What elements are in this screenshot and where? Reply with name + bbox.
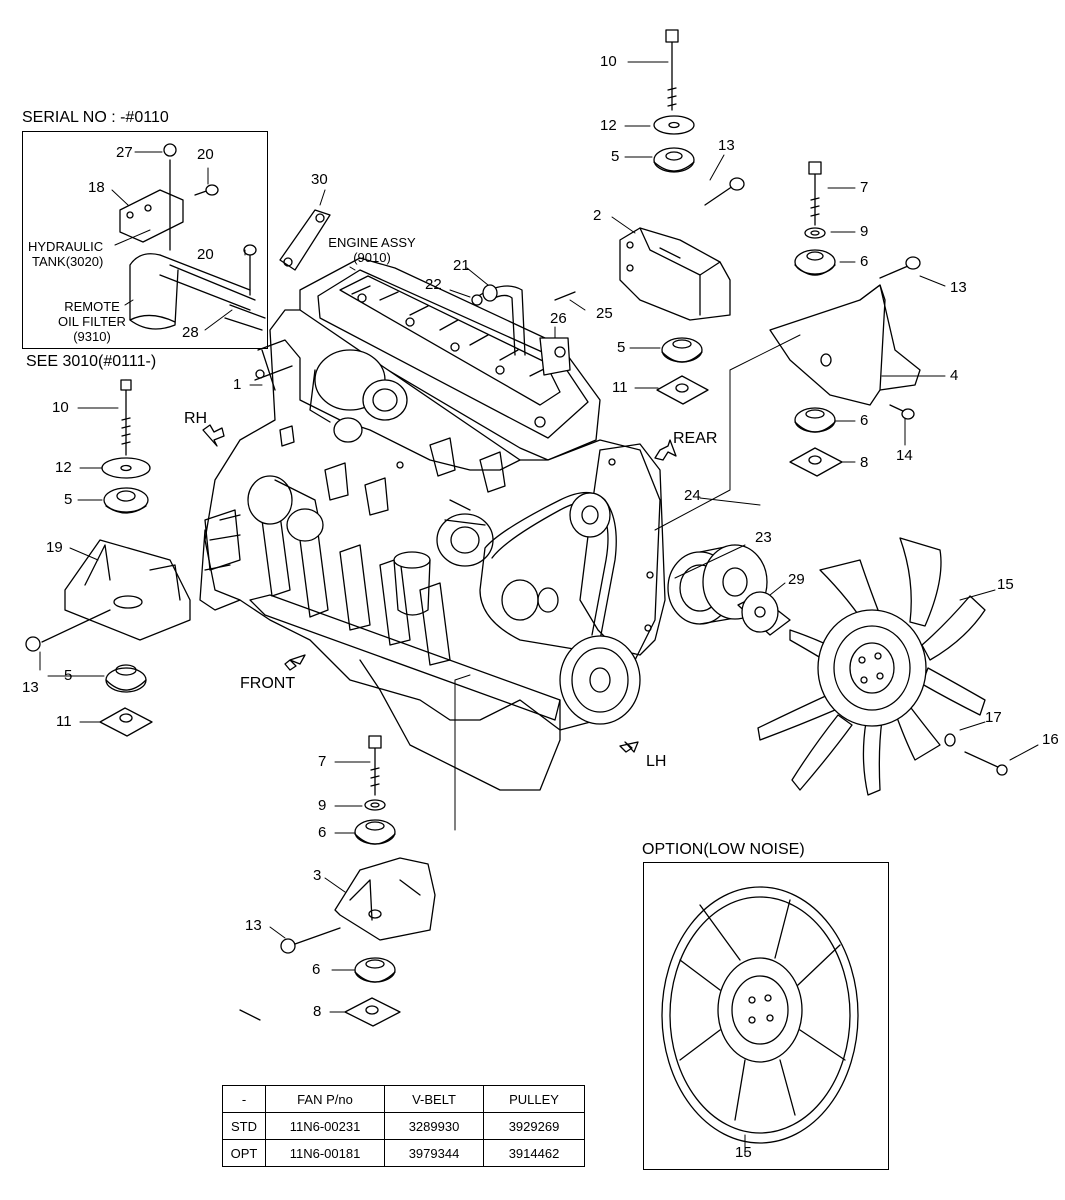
direction-rear: REAR xyxy=(673,430,718,447)
engine-assy-code: (9010) xyxy=(353,250,391,265)
callout-12-top: 12 xyxy=(600,117,617,134)
callout-13-right: 13 xyxy=(950,279,967,296)
callout-9-right: 9 xyxy=(860,223,869,240)
cooling-fan xyxy=(757,537,986,796)
callout-24: 24 xyxy=(684,487,701,504)
fan-spacer xyxy=(737,591,791,636)
callout-5-left: 5 xyxy=(64,491,73,508)
callout-5-mid: 5 xyxy=(617,339,626,356)
callout-7-bottom: 7 xyxy=(318,753,327,770)
table-cell: STD xyxy=(222,1112,266,1140)
remote-filter-label: REMOTE xyxy=(64,299,120,314)
callout-9-bottom: 9 xyxy=(318,797,327,814)
callout-13-top: 13 xyxy=(718,137,735,154)
callout-25: 25 xyxy=(596,305,613,322)
callout-8-right: 8 xyxy=(860,454,869,471)
serial-detail-box xyxy=(22,131,268,349)
callout-19: 19 xyxy=(46,539,63,556)
table-cell: 11N6-00231 xyxy=(265,1112,385,1140)
table-header-row: - FAN P/no V-BELT PULLEY xyxy=(222,1085,585,1113)
callout-6-right: 6 xyxy=(860,253,869,270)
callout-20-bottom: 20 xyxy=(197,246,214,263)
option-box xyxy=(643,862,889,1170)
leader-lines xyxy=(39,61,1039,1156)
callout-13-left: 13 xyxy=(22,679,39,696)
direction-front: FRONT xyxy=(240,675,296,692)
callout-20-top: 20 xyxy=(197,146,214,163)
callout-6-bottom-lower: 6 xyxy=(312,961,321,978)
table-cell: OPT xyxy=(222,1139,266,1167)
serial-title: SERIAL NO : -#0110 xyxy=(22,109,169,126)
callout-1: 1 xyxy=(233,376,242,393)
top-mount xyxy=(619,29,745,405)
option-title: OPTION(LOW NOISE) xyxy=(642,841,805,858)
hydraulic-tank-label: HYDRAULIC xyxy=(28,239,104,254)
bottom-mount xyxy=(280,735,436,1027)
table-header: - xyxy=(222,1085,266,1113)
table-header: V-BELT xyxy=(384,1085,484,1113)
callout-27: 27 xyxy=(116,144,133,161)
callout-8-bottom: 8 xyxy=(313,1003,322,1020)
callout-11-top: 11 xyxy=(612,379,628,396)
callout-14: 14 xyxy=(896,447,913,464)
callout-15: 15 xyxy=(997,576,1014,593)
table-cell: 11N6-00181 xyxy=(265,1139,385,1167)
direction-lh: LH xyxy=(646,753,667,770)
table-cell: 3914462 xyxy=(483,1139,585,1167)
table-cell: 3929269 xyxy=(483,1112,585,1140)
table-cell: 3979344 xyxy=(384,1139,484,1167)
right-mount xyxy=(769,161,921,477)
callout-3: 3 xyxy=(313,867,322,884)
table-header: PULLEY xyxy=(483,1085,585,1113)
callout-29: 29 xyxy=(788,571,805,588)
table-cell: 3289930 xyxy=(384,1112,484,1140)
see-note: SEE 3010(#0111-) xyxy=(26,353,157,370)
callout-22: 22 xyxy=(425,276,442,293)
callout-21: 21 xyxy=(453,257,470,274)
callout-18: 18 xyxy=(88,179,105,196)
fan-belt-pulley-table: - FAN P/no V-BELT PULLEY STD 11N6-00231 … xyxy=(222,1085,585,1167)
callout-7-right: 7 xyxy=(860,179,869,196)
callout-11-left: 11 xyxy=(56,713,72,730)
callout-5-left-lower: 5 xyxy=(64,667,73,684)
remote-filter-code: (9310) xyxy=(73,329,111,344)
hydraulic-tank-code: TANK(3020) xyxy=(32,254,104,269)
callout-10-left: 10 xyxy=(52,399,69,416)
detail-inset-drawing xyxy=(119,143,266,331)
callout-4: 4 xyxy=(950,367,959,384)
callout-10-top: 10 xyxy=(600,53,617,70)
remote-filter-label-2: OIL FILTER xyxy=(58,314,126,329)
callout-5-top: 5 xyxy=(611,148,620,165)
misc-parts xyxy=(239,209,1008,1021)
callout-2: 2 xyxy=(593,207,602,224)
table-row: STD 11N6-00231 3289930 3929269 xyxy=(222,1112,585,1140)
callout-12-left: 12 xyxy=(55,459,72,476)
callout-26: 26 xyxy=(550,310,567,327)
table-header: FAN P/no xyxy=(265,1085,385,1113)
option-fan xyxy=(661,886,859,1144)
direction-arrows xyxy=(202,424,677,753)
engine-assembly xyxy=(199,257,666,791)
callout-15-option: 15 xyxy=(735,1144,752,1161)
table-row: OPT 11N6-00181 3979344 3914462 xyxy=(222,1139,585,1167)
callout-30: 30 xyxy=(311,171,328,188)
callout-16: 16 xyxy=(1042,731,1059,748)
callout-23: 23 xyxy=(755,529,772,546)
callout-17: 17 xyxy=(985,709,1002,726)
callout-28: 28 xyxy=(182,324,199,341)
engine-assy-label: ENGINE ASSY xyxy=(328,235,416,250)
callout-6-bottom: 6 xyxy=(318,824,327,841)
left-mount xyxy=(25,379,191,737)
direction-rh: RH xyxy=(184,410,208,427)
callout-6-right-lower: 6 xyxy=(860,412,869,429)
callout-13-bottom: 13 xyxy=(245,917,262,934)
